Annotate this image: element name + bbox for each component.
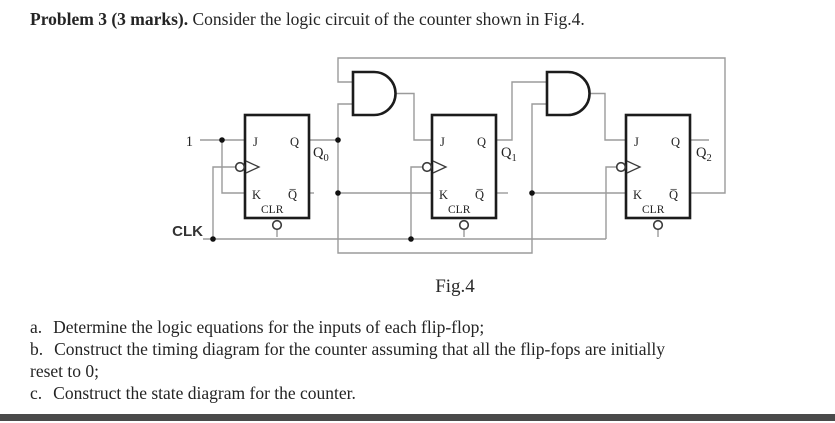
clock-triangle-icon — [432, 160, 448, 174]
problem-number: Problem 3 (3 marks). — [30, 9, 189, 29]
jk-flip-flop-0 — [243, 113, 311, 220]
clk-label: CLK — [172, 223, 203, 240]
q2-base: Q — [696, 145, 707, 161]
q-pin-label: Q — [477, 135, 486, 149]
k-pin-label: K — [633, 188, 642, 202]
wire-clk-to-ff1 — [410, 166, 422, 239]
clr-bubble-icon — [652, 219, 664, 231]
ff1-pin-labels: J Q K Q̅ CLR — [439, 135, 486, 216]
task-b-text: Construct the timing diagram for the cou… — [54, 339, 666, 359]
clr-bubble-icon — [458, 219, 470, 231]
negedge-clock-bubble-icon — [421, 161, 433, 173]
negedge-clock-bubble-icon — [234, 161, 246, 173]
and-gate-2-icon — [545, 70, 591, 117]
wire-and1-out-to-j1 — [396, 92, 432, 141]
problem-statement: Consider the logic circuit of the counte… — [192, 9, 585, 29]
task-b-continued: reset to 0; — [30, 360, 822, 382]
q2-output-label: Q2 — [696, 145, 712, 164]
q0-sub: 0 — [323, 153, 328, 164]
task-a-label: a. — [30, 317, 43, 337]
q2-sub: 2 — [706, 153, 711, 164]
jk-flip-flop-1 — [430, 113, 498, 220]
junction-dot — [529, 190, 535, 196]
ff0-pin-labels: J Q K Q̅ CLR — [252, 135, 299, 216]
junction-dot — [335, 190, 341, 196]
junction-dot — [408, 236, 414, 242]
wire-and2-out-to-j2 — [590, 92, 626, 141]
clr-pin-label: CLR — [448, 204, 471, 216]
wire-clk-to-ff2 — [605, 166, 616, 239]
qbar-pin-label: Q̅ — [288, 188, 297, 202]
junction-dot — [210, 236, 216, 242]
bottom-divider-bar — [0, 414, 835, 421]
circuit-wires — [200, 57, 726, 254]
ff2-pin-labels: J Q K Q̅ CLR — [633, 135, 680, 216]
task-a-text: Determine the logic equations for the in… — [53, 317, 485, 337]
task-c-label: c. — [30, 383, 43, 403]
task-list: a. Determine the logic equations for the … — [30, 316, 822, 404]
qbar-pin-label: Q̅ — [475, 188, 484, 202]
q0-output-label: Q0 — [313, 145, 329, 164]
clr-pin-label: CLR — [261, 204, 284, 216]
j-pin-label: J — [253, 135, 258, 149]
wire-clk-to-ff0 — [212, 166, 235, 239]
q-pin-label: Q — [671, 135, 680, 149]
wire-q0-to-and2 — [337, 103, 547, 254]
figure-caption: Fig.4 — [435, 276, 475, 297]
const-one-label: 1 — [186, 134, 193, 150]
clock-triangle-icon — [245, 160, 261, 174]
qbar-pin-label: Q̅ — [669, 188, 678, 202]
jk-flip-flop-2 — [624, 113, 692, 220]
junction-dot — [335, 137, 341, 143]
wire-q0-to-and1 — [337, 103, 353, 140]
clr-pin-label: CLR — [642, 204, 665, 216]
task-a: a. Determine the logic equations for the … — [30, 316, 822, 338]
task-b: b. Construct the timing diagram for the c… — [30, 338, 822, 360]
j-pin-label: J — [634, 135, 639, 149]
q-pin-label: Q — [290, 135, 299, 149]
q1-sub: 1 — [511, 153, 516, 164]
wire-const1-to-k0 — [221, 140, 245, 194]
problem-title: Problem 3 (3 marks). Consider the logic … — [30, 8, 819, 30]
junction-dots — [210, 137, 535, 242]
negedge-clock-bubble-icon — [615, 161, 627, 173]
clr-bubble-icon — [271, 219, 283, 231]
q0-base: Q — [313, 145, 324, 161]
counter-circuit-diagram: 1 CLK J Q K Q̅ CLR J Q K Q̅ CLR J Q K Q̅… — [172, 57, 726, 254]
j-pin-label: J — [440, 135, 445, 149]
task-c: c. Construct the state diagram for the co… — [30, 382, 822, 404]
wire-q1-to-and2 — [496, 81, 547, 141]
and-gate-1-icon — [351, 70, 397, 117]
k-pin-label: K — [252, 188, 261, 202]
task-b2-text: reset to 0; — [30, 361, 100, 381]
task-b-label: b. — [30, 339, 44, 359]
wire-qbar2-feedback-to-and1 — [337, 57, 726, 194]
junction-dot — [219, 137, 225, 143]
k-pin-label: K — [439, 188, 448, 202]
clock-triangle-icon — [626, 160, 642, 174]
q1-base: Q — [501, 145, 512, 161]
task-c-text: Construct the state diagram for the coun… — [53, 383, 356, 403]
q1-output-label: Q1 — [501, 145, 517, 164]
